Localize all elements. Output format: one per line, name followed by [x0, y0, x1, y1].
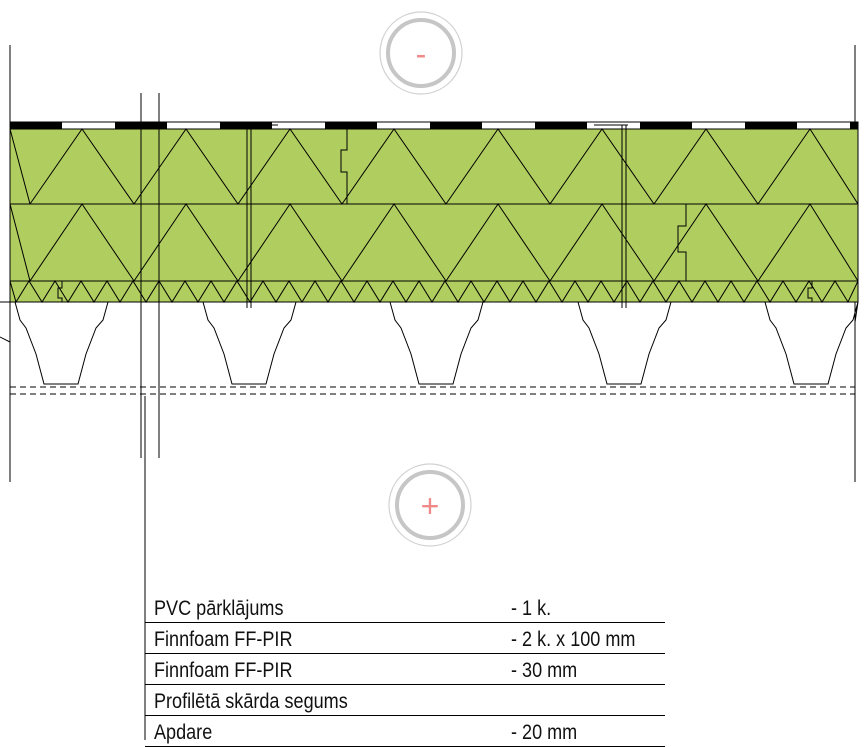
pvc-membrane — [9, 121, 859, 130]
legend-row: Profilētā skārda segums — [145, 685, 665, 716]
plus-sign: + — [421, 488, 440, 524]
exterior-side-marker: - — [379, 11, 463, 95]
legend-row: PVC pārklājums - 1 k. — [145, 592, 665, 623]
membrane-segment — [430, 122, 482, 129]
interior-side-marker: + — [388, 463, 472, 547]
insulation-layer-3 — [9, 280, 859, 304]
profiled-metal-sheet — [0, 301, 859, 385]
membrane-segment — [325, 122, 377, 129]
membrane-segment — [640, 122, 692, 129]
insulation-layer-1 — [9, 128, 859, 206]
insulation-layer-2 — [9, 203, 859, 283]
layer-material: Finnfoam FF-PIR — [154, 628, 293, 651]
layer-value: - 20 mm — [511, 721, 578, 744]
board-joints — [57, 129, 813, 302]
leader-lines — [140, 93, 160, 740]
layer-value: - 1 k. — [511, 597, 552, 620]
legend-row: Apdare - 20 mm — [145, 716, 665, 747]
legend-row: Finnfoam FF-PIR - 2 k. x 100 mm — [145, 623, 665, 654]
layer-legend: PVC pārklājums - 1 k. Finnfoam FF-PIR - … — [145, 592, 665, 747]
layer-material: PVC pārklājums — [154, 597, 284, 620]
layer-material: Apdare — [154, 721, 213, 744]
membrane-segment — [850, 122, 858, 129]
layer-material: Finnfoam FF-PIR — [154, 659, 293, 682]
membrane-segment — [745, 122, 797, 129]
layer-material: Profilētā skārda segums — [154, 690, 348, 713]
layer-value: - 30 mm — [511, 659, 578, 682]
layer-value: - 2 k. x 100 mm — [511, 628, 636, 651]
interior-finish — [10, 386, 855, 395]
membrane-segment — [10, 122, 62, 129]
fasteners — [244, 124, 628, 308]
membrane-segment — [535, 122, 587, 129]
minus-sign: - — [416, 36, 427, 72]
legend-row: Finnfoam FF-PIR - 30 mm — [145, 654, 665, 685]
